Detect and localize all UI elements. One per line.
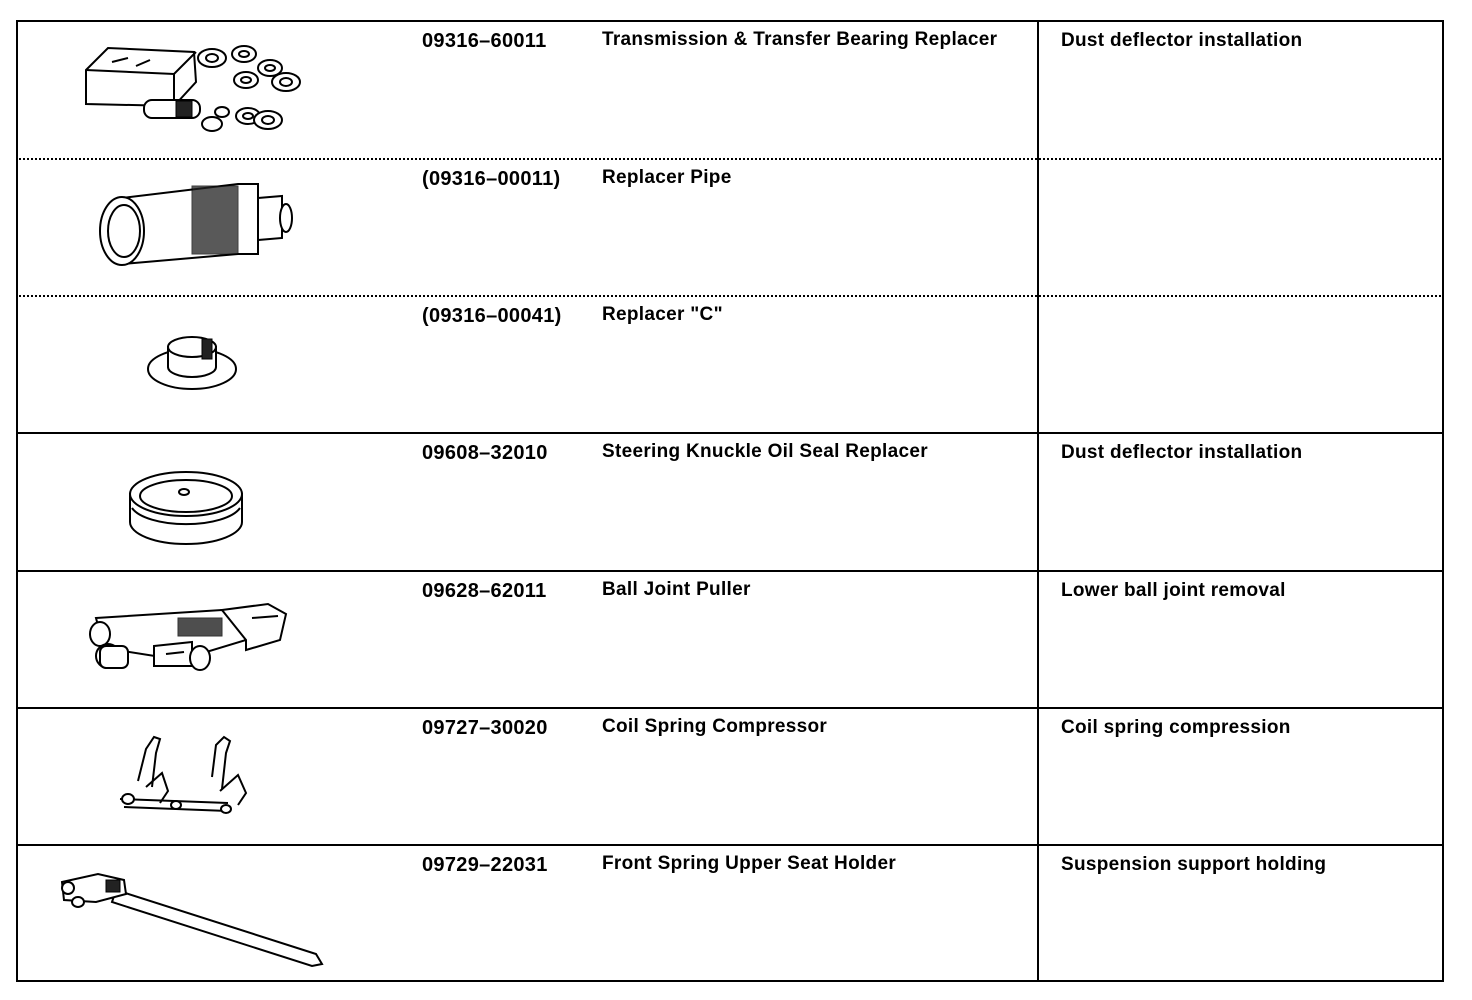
special-tool-table: 09316–60011 Transmission & Transfer Bear… <box>16 20 1444 982</box>
tool-name: Coil Spring Compressor <box>602 716 828 737</box>
tool-name: Ball Joint Puller <box>602 579 751 600</box>
table-border-top <box>16 20 1444 22</box>
column-divider <box>1037 20 1039 982</box>
part-number: 09316–60011 <box>422 30 547 52</box>
tool-application: Dust deflector installation <box>1061 442 1303 463</box>
table-row: 09729–22031 Front Spring Upper Seat Hold… <box>16 844 1444 980</box>
part-number: 09729–22031 <box>422 854 548 876</box>
tool-name: Front Spring Upper Seat Holder <box>602 853 897 874</box>
table-row: 09316–60011 Transmission & Transfer Bear… <box>16 20 1444 158</box>
part-number: (09316–00011) <box>422 168 561 190</box>
table-row: 09628–62011 Ball Joint Puller Lower ball… <box>16 570 1444 707</box>
part-number: (09316–00041) <box>422 305 562 327</box>
upper-seat-holder-icon <box>16 844 416 980</box>
replacer-c-icon <box>16 295 416 432</box>
row-separator <box>16 844 1444 846</box>
part-number: 09628–62011 <box>422 580 547 602</box>
ball-joint-puller-icon <box>16 570 416 707</box>
tool-name: Transmission & Transfer Bearing Replacer <box>602 29 998 50</box>
tool-name: Replacer Pipe <box>602 167 732 188</box>
row-separator-dotted <box>16 158 1444 160</box>
table-row: 09727–30020 Coil Spring Compressor Coil … <box>16 707 1444 844</box>
part-number: 09727–30020 <box>422 717 548 739</box>
tool-name: Steering Knuckle Oil Seal Replacer <box>602 441 928 462</box>
oil-seal-replacer-icon <box>16 432 416 570</box>
coil-spring-compressor-icon <box>16 707 416 844</box>
row-separator-dotted <box>16 295 1444 297</box>
table-border-bottom <box>16 980 1444 982</box>
table-row: 09608–32010 Steering Knuckle Oil Seal Re… <box>16 432 1444 570</box>
tool-application: Lower ball joint removal <box>1061 580 1286 601</box>
row-separator <box>16 570 1444 572</box>
replacer-pipe-icon <box>16 158 416 295</box>
tool-application: Coil spring compression <box>1061 717 1291 738</box>
tool-application: Suspension support holding <box>1061 854 1327 875</box>
part-number: 09608–32010 <box>422 442 548 464</box>
table-row: (09316–00011) Replacer Pipe <box>16 158 1444 295</box>
tool-name: Replacer "C" <box>602 304 723 325</box>
table-row: (09316–00041) Replacer "C" <box>16 295 1444 432</box>
tool-application: Dust deflector installation <box>1061 30 1303 51</box>
bearing-replacer-set-icon <box>16 20 416 158</box>
row-separator <box>16 707 1444 709</box>
row-separator <box>16 432 1444 434</box>
table-border-left <box>16 20 18 982</box>
table-border-right <box>1442 20 1444 982</box>
